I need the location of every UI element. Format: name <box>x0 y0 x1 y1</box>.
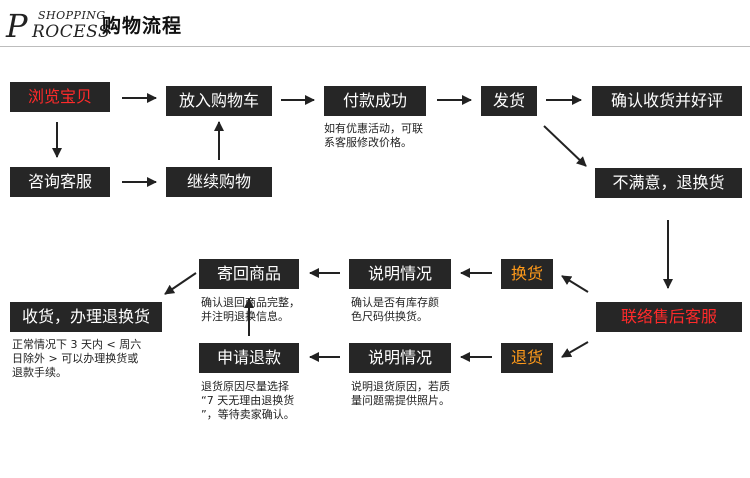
note-line: 并注明退换信息。 <box>201 310 289 323</box>
note-refund: 说明退货原因，若质 量问题需提供照片。 <box>351 380 450 408</box>
step-consult: 咨询客服 <box>10 167 110 197</box>
note-line: 正常情况下 3 天内 < 周六 <box>12 338 142 351</box>
logo-process-text: ROCESS <box>32 22 111 42</box>
logo-shopping-text: SHOPPING <box>38 9 106 22</box>
step-browse: 浏览宝贝 <box>10 82 110 112</box>
page-title: 购物流程 <box>102 15 183 37</box>
step-send-back: 寄回商品 <box>199 259 299 289</box>
note-line: 系客服修改价格。 <box>324 136 412 149</box>
arrow-service-to-exchange <box>561 275 589 293</box>
note-line: 说明退货原因，若质 <box>351 380 450 393</box>
step-ship: 发货 <box>481 86 537 116</box>
step-apply-refund: 申请退款 <box>199 343 299 373</box>
step-dissatisfied: 不满意，退换货 <box>595 168 742 198</box>
note-line: 退货原因尽量选择 <box>201 380 289 393</box>
note-line: 日除外 > 可以办理换货或 <box>12 352 139 365</box>
step-receive-done: 收货，办理退换货 <box>10 302 162 332</box>
note-apply-refund: 退货原因尽量选择 “7 天无理由退换货 ”，等待卖家确认。 <box>201 380 295 422</box>
step-pay-success: 付款成功 <box>324 86 426 116</box>
step-refund: 退货 <box>501 343 553 373</box>
step-add-cart: 放入购物车 <box>166 86 272 116</box>
step-contact-service: 联络售后客服 <box>596 302 742 332</box>
note-pay: 如有优惠活动，可联 系客服修改价格。 <box>324 122 423 150</box>
note-exchange: 确认是否有库存颜 色尺码供换货。 <box>351 296 439 324</box>
note-line: 确认是否有库存颜 <box>351 296 439 309</box>
step-explain-refund: 说明情况 <box>349 343 451 373</box>
step-exchange: 换货 <box>501 259 553 289</box>
note-line: “7 天无理由退换货 <box>201 394 295 407</box>
arrow-sendback-to-receive <box>164 272 197 295</box>
note-line: 退款手续。 <box>12 366 67 379</box>
step-explain-exchange: 说明情况 <box>349 259 451 289</box>
note-line: 色尺码供换货。 <box>351 310 428 323</box>
shopping-process-logo: P SHOPPING ROCESS <box>6 4 116 44</box>
note-line: ”，等待卖家确认。 <box>201 408 295 421</box>
logo-big-letter: P <box>6 7 28 45</box>
note-receive: 正常情况下 3 天内 < 周六 日除外 > 可以办理换货或 退款手续。 <box>12 338 141 380</box>
note-line: 量问题需提供照片。 <box>351 394 450 407</box>
title-divider <box>0 46 750 47</box>
arrow-ship-to-dissatisfied <box>543 125 587 167</box>
step-continue-shopping: 继续购物 <box>166 167 272 197</box>
arrow-service-to-refund <box>561 341 589 358</box>
step-confirm-receipt: 确认收货并好评 <box>592 86 742 116</box>
note-line: 如有优惠活动，可联 <box>324 122 423 135</box>
